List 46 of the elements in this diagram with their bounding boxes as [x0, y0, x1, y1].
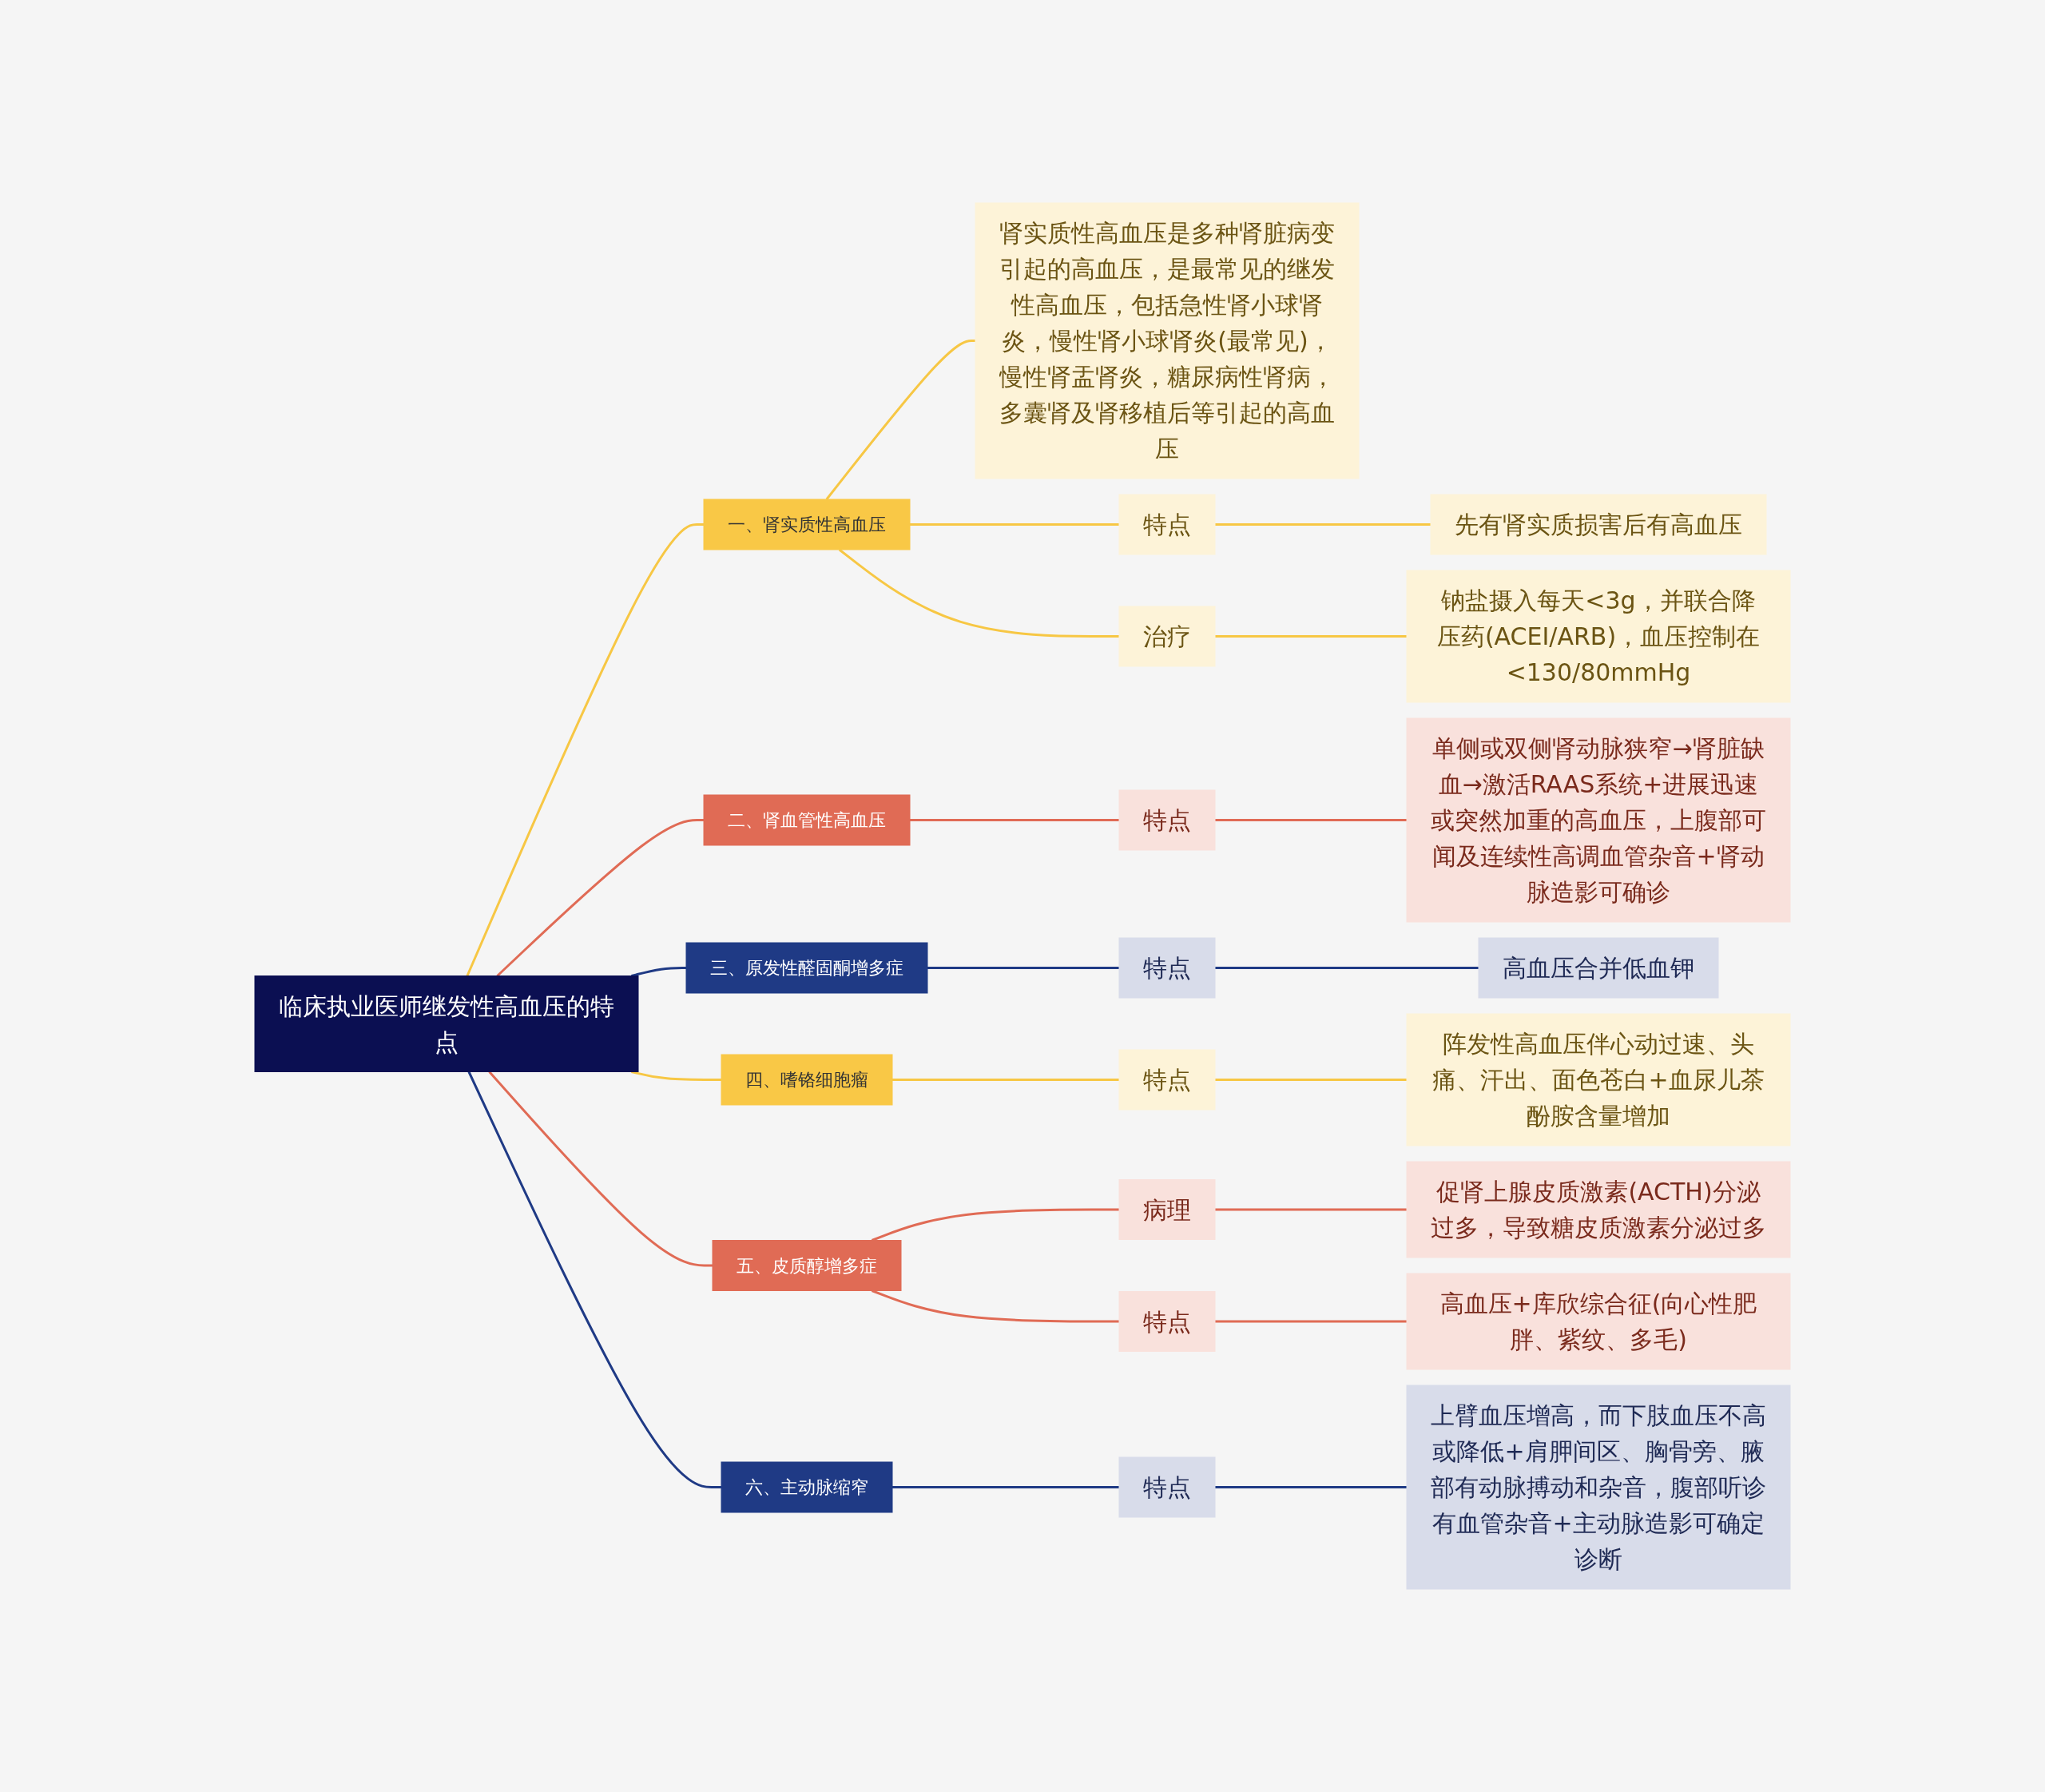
node-box: 高血压+库欣综合征(向心性肥胖、紫纹、多毛): [1406, 1273, 1791, 1370]
connector: [1215, 1486, 1407, 1488]
connector: [488, 1071, 713, 1267]
node-box: 特点: [1118, 494, 1216, 555]
connector: [496, 819, 704, 977]
node-box: 肾实质性高血压是多种肾脏病变引起的高血压，是最常见的继发性高血压，包括急性肾小球肾炎，慢性肾小球肾炎(最常见)，慢性肾盂肾炎，糖尿病性肾病，多囊肾及肾移植后等引起的高血压: [975, 202, 1360, 479]
connector: [910, 523, 1119, 526]
connector: [1215, 819, 1407, 821]
node-box: 钠盐摄入每天<3g，并联合降压药(ACEI/ARB)，血压控制在<130/80mmHg: [1406, 570, 1791, 703]
connector: [1215, 1208, 1407, 1211]
node-box: 特点: [1118, 1456, 1216, 1518]
node-box: 病理: [1118, 1179, 1216, 1240]
node-box: 特点: [1118, 1291, 1216, 1352]
connector: [1215, 1079, 1407, 1081]
node-box: 治疗: [1118, 606, 1216, 667]
connector: [871, 1208, 1119, 1242]
node-box: 二、肾血管性高血压: [703, 794, 911, 846]
node-box: 特点: [1118, 789, 1216, 851]
node-box: 六、主动脉缩窄: [721, 1461, 893, 1513]
connector: [467, 1071, 721, 1488]
connector: [1215, 635, 1407, 638]
node-box: 阵发性高血压伴心动过速、头痛、汗出、面色苍白+血尿儿茶酚胺含量增加: [1406, 1013, 1791, 1146]
node-box: 特点: [1118, 1049, 1216, 1111]
connector: [631, 967, 686, 977]
node-box: 三、原发性醛固酮增多症: [685, 942, 928, 994]
connector: [910, 819, 1119, 821]
node-box: 上臂血压增高，而下肢血压不高或降低+肩胛间区、胸骨旁、腋部有动脉搏动和杂音，腹部听诊有血管杂音+主动脉造影可确定诊断: [1406, 1385, 1791, 1590]
node-box: 促肾上腺皮质激素(ACTH)分泌过多，导致糖皮质激素分泌过多: [1406, 1161, 1791, 1258]
connector: [825, 340, 975, 500]
node-box: 四、嗜铬细胞瘤: [721, 1054, 893, 1106]
node-box: 先有肾实质损害后有高血压: [1430, 494, 1767, 555]
node-box: 单侧或双侧肾动脉狭窄→肾脏缺血→激活RAAS系统+进展迅速或突然加重的高血压，上腹部可闻及连续性高调血管杂音+肾动脉造影可确诊: [1406, 717, 1791, 923]
node-box: 特点: [1118, 937, 1216, 999]
connector: [1215, 1320, 1407, 1323]
connector: [466, 523, 704, 977]
connector: [892, 1079, 1119, 1081]
connector: [1215, 967, 1479, 969]
node-box: 临床执业医师继发性高血压的特点: [254, 975, 639, 1072]
node-box: 五、皮质醇增多症: [712, 1240, 902, 1291]
node-box: 一、肾实质性高血压: [703, 499, 911, 550]
connector: [1215, 523, 1431, 526]
connector: [927, 967, 1119, 969]
connector: [631, 1071, 721, 1081]
connector: [871, 1289, 1119, 1323]
connector: [892, 1486, 1119, 1488]
node-box: 高血压合并低血钾: [1478, 937, 1719, 999]
